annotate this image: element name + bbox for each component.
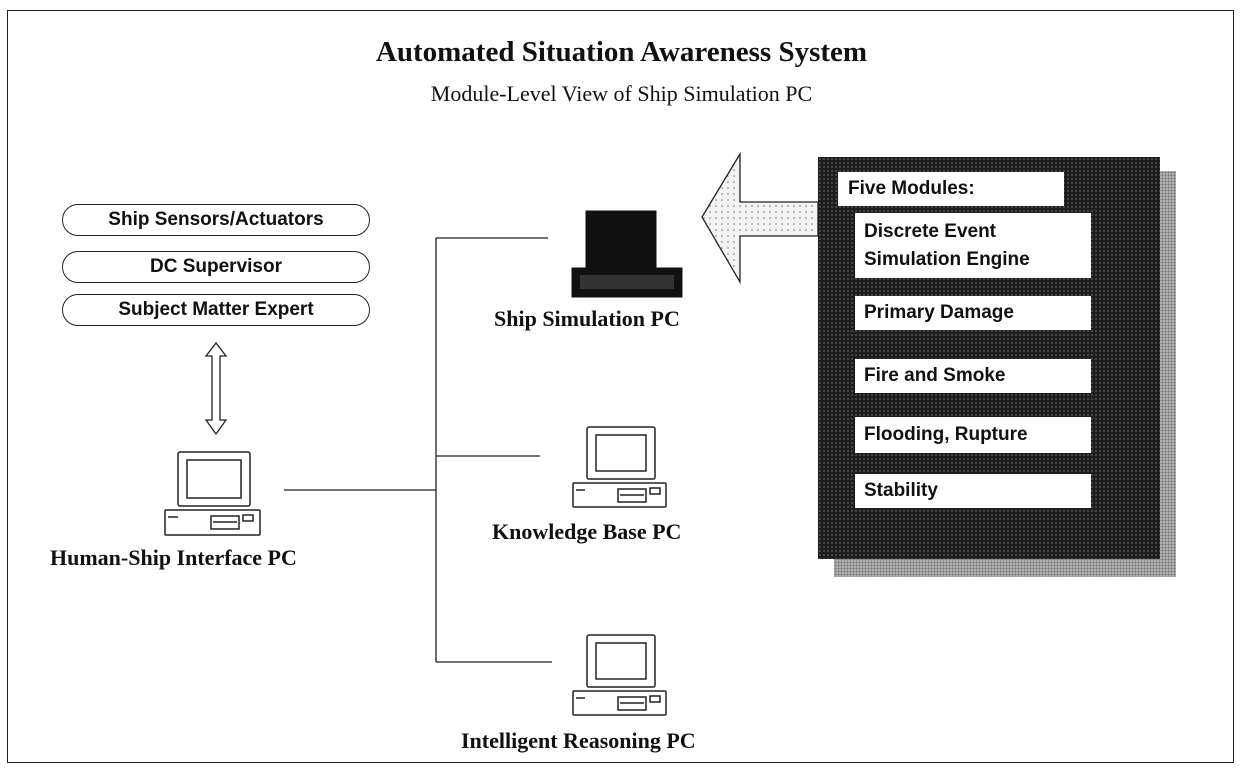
module-stability: Stability [855,474,1091,508]
module-flooding-rupture: Flooding, Rupture [855,417,1091,453]
module-fire-and-smoke: Fire and Smoke [855,359,1091,393]
transfer-arrow [701,151,819,285]
module-primary-damage: Primary Damage [855,296,1091,330]
ship-simulation-pc-icon [571,210,683,298]
role-ship-sensors-actuators: Ship Sensors/Actuators [62,204,370,236]
role-subject-matter-expert: Subject Matter Expert [62,294,370,326]
intelligent-reasoning-pc-label: Intelligent Reasoning PC [461,728,696,753]
diagram-subtitle: Module-Level View of Ship Simulation PC [430,81,813,106]
modules-panel-header: Five Modules: [838,172,1064,206]
human-ship-interface-pc-icon [164,451,261,536]
knowledge-base-pc-icon [572,426,667,508]
bidirectional-arrow [204,341,228,436]
network-connectors [284,237,552,663]
human-ship-interface-pc-label: Human-Ship Interface PC [50,545,297,570]
role-dc-supervisor: DC Supervisor [62,251,370,283]
intelligent-reasoning-pc-icon [572,634,667,716]
diagram-title: Automated Situation Awareness System [375,36,868,68]
module-discrete-event-simulation-engine: Discrete Event Simulation Engine [855,213,1091,278]
knowledge-base-pc-label: Knowledge Base PC [492,519,682,544]
ship-simulation-pc-label: Ship Simulation PC [494,306,680,331]
